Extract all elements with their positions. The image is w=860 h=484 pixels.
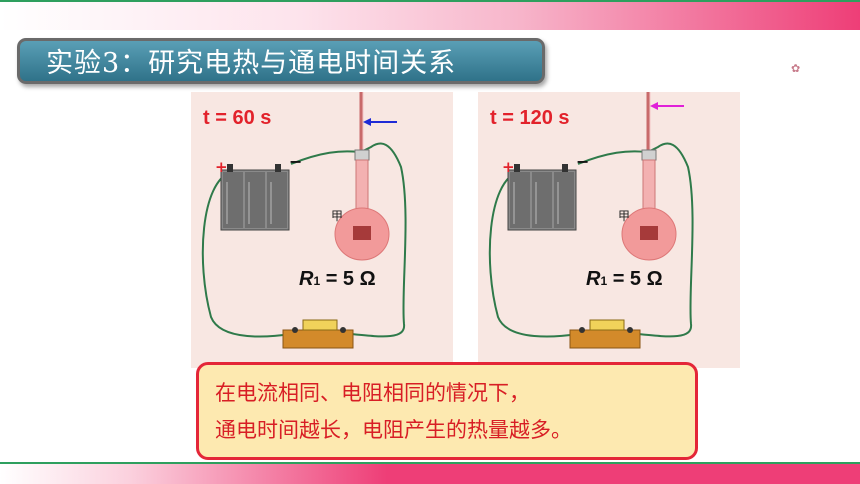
slide-title: 实验3：研究电热与通电时间关系 xyxy=(17,38,545,84)
battery-plus: + xyxy=(215,158,228,176)
flask-icon xyxy=(621,92,677,261)
battery-minus: − xyxy=(289,152,303,171)
battery-icon xyxy=(507,164,577,231)
top-banner-line xyxy=(0,0,860,2)
flask-label: 甲 xyxy=(331,209,344,223)
time-label: t = 120 s xyxy=(490,107,570,129)
level-arrow-icon xyxy=(363,118,397,126)
time-label: t = 60 s xyxy=(203,107,272,129)
conclusion-line-2: 通电时间越长，电阻产生的热量越多。 xyxy=(215,418,572,442)
resistor-symbol: R xyxy=(586,268,601,290)
resistor-label: R1 = 5 Ω xyxy=(586,268,663,291)
resistor-value: = 5 Ω xyxy=(320,268,376,290)
circuit-wire-top xyxy=(577,150,647,165)
switch-icon xyxy=(569,319,641,349)
resistor-label: R1 = 5 Ω xyxy=(299,268,376,291)
experiment-panel-120s: t = 120 s + − 甲 R1 = 5 Ω xyxy=(478,92,740,368)
top-banner xyxy=(0,0,860,30)
flask-icon xyxy=(334,92,390,261)
resistor-value: = 5 Ω xyxy=(607,268,663,290)
switch-icon xyxy=(282,319,354,349)
resistor-subscript: 1 xyxy=(313,274,321,288)
level-arrow-icon xyxy=(650,102,684,110)
bottom-banner xyxy=(0,462,860,484)
resistor-subscript: 1 xyxy=(600,274,608,288)
flask-label: 甲 xyxy=(618,209,631,223)
circuit-wire-top xyxy=(290,150,360,165)
decoration-star-icon: ✿ xyxy=(791,62,801,75)
battery-minus: − xyxy=(576,152,590,171)
conclusion-box: 在电流相同、电阻相同的情况下， 通电时间越长，电阻产生的热量越多。 xyxy=(196,362,698,460)
circuit-wire xyxy=(201,142,407,338)
circuit-diagram xyxy=(201,92,407,349)
circuit-diagram xyxy=(488,92,694,349)
circuit-wire xyxy=(488,142,694,338)
experiment-panel-60s: t = 60 s + − 甲 R1 = 5 Ω xyxy=(191,92,453,368)
resistor-symbol: R xyxy=(299,268,314,290)
conclusion-line-1: 在电流相同、电阻相同的情况下， xyxy=(215,381,530,405)
bottom-banner-line xyxy=(0,462,860,464)
battery-icon xyxy=(220,164,290,231)
battery-plus: + xyxy=(502,158,515,176)
